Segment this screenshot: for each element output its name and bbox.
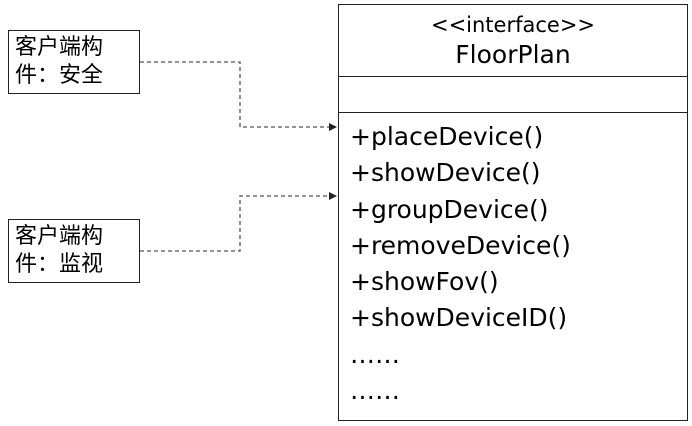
- client-security-line1: 客户端构: [15, 35, 104, 60]
- operation-show-fov: +showFov(): [350, 267, 499, 297]
- class-operations-compartment: +placeDevice() +showDevice() +groupDevic…: [339, 113, 687, 409]
- client-security-line2: 件：安全: [15, 63, 104, 88]
- operation-ellipsis-2: ……: [350, 376, 400, 406]
- client-component-monitor: 客户端构 件：监视: [8, 219, 140, 283]
- operation-ellipsis-1: ……: [350, 339, 400, 369]
- operation-show-device-id: +showDeviceID(): [350, 303, 568, 333]
- operation-show-device: +showDevice(): [350, 158, 541, 188]
- client-component-security: 客户端构 件：安全: [8, 30, 140, 94]
- interface-stereotype: <<interface>>: [430, 13, 596, 37]
- operation-place-device: +placeDevice(): [350, 122, 544, 151]
- dependency-arrow-monitor: [140, 192, 337, 252]
- class-header: <<interface>> FloorPlan: [339, 5, 687, 77]
- interface-class-name: FloorPlan: [455, 40, 571, 69]
- dependency-arrow-security: [140, 61, 337, 131]
- operation-remove-device: +removeDevice(): [350, 230, 571, 260]
- operation-group-device: +groupDevice(): [350, 194, 549, 224]
- client-monitor-line1: 客户端构: [15, 224, 104, 249]
- floorplan-interface-class: <<interface>> FloorPlan +placeDevice() +…: [338, 4, 688, 421]
- client-monitor-line2: 件：监视: [15, 252, 104, 277]
- class-attributes-compartment: [339, 77, 687, 113]
